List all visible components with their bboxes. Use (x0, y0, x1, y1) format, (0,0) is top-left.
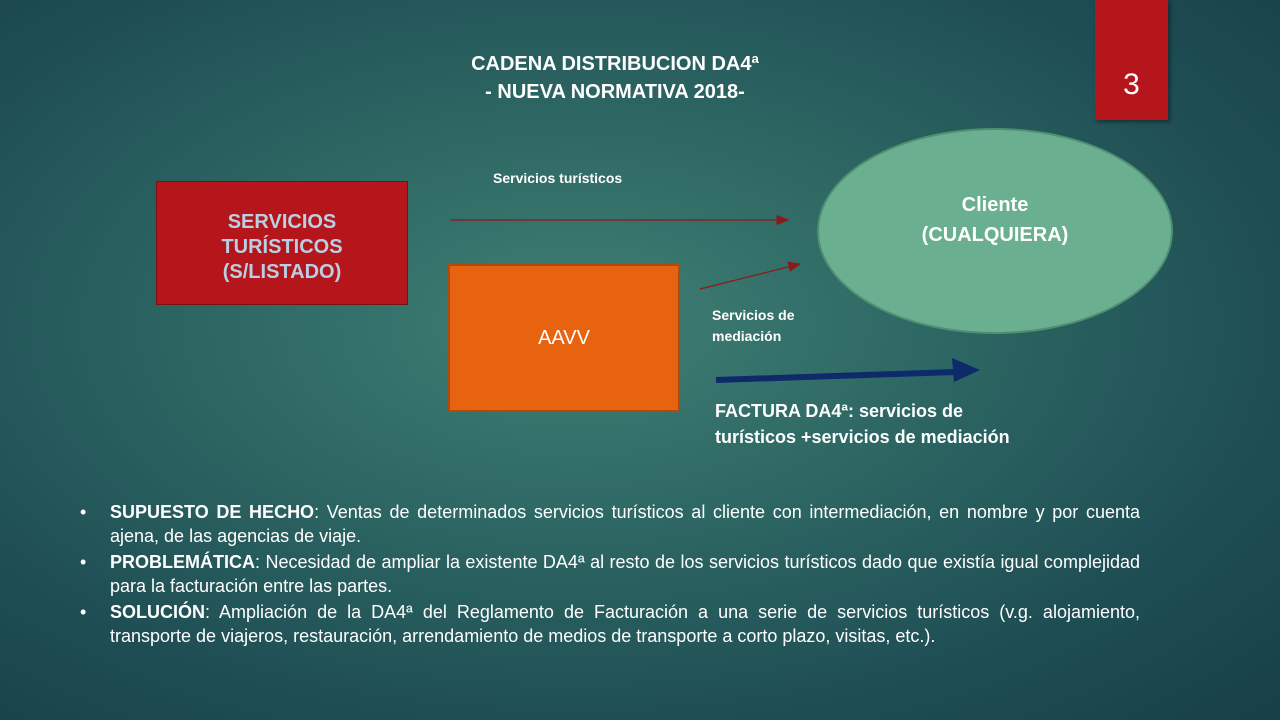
servicios-turisticos-arrow-label: Servicios turísticos (493, 170, 623, 186)
slide-title: CADENA DISTRIBUCION DA4ª - NUEVA NORMATI… (440, 50, 790, 106)
servicios-turisticos-label: SERVICIOS TURÍSTICOS (S/LISTADO) (221, 210, 343, 283)
bullet-problematica: • PROBLEMÁTICA: Necesidad de ampliar la e… (80, 550, 1140, 598)
bullet-supuesto: • SUPUESTO DE HECHO: Ventas de determinad… (80, 500, 1140, 548)
page-number-tab (1095, 0, 1168, 120)
bullet-solucion: • SOLUCIÓN: Ampliación de la DA4ª del Reg… (80, 600, 1140, 648)
bullet-marker: • (80, 502, 87, 522)
bullet-term: SOLUCIÓN (110, 602, 206, 622)
bullet-text: : Ampliación de la DA4ª del Reglamento d… (110, 602, 1140, 646)
bullet-term: PROBLEMÁTICA (110, 552, 255, 572)
factura-arrow (715, 369, 956, 383)
slide-title-line2: - NUEVA NORMATIVA 2018- (485, 81, 745, 103)
servicios-mediacion-arrow-label: Servicios de mediación (712, 307, 795, 344)
cliente-ellipse: Cliente (CUALQUIERA) (817, 128, 1173, 334)
cliente-label: Cliente (CUALQUIERA) (921, 194, 1069, 246)
bullet-list: • SUPUESTO DE HECHO: Ventas de determinad… (80, 500, 1140, 650)
bullet-text: : Ventas de determinados servicios turís… (110, 502, 1140, 546)
bullet-marker: • (80, 552, 87, 572)
factura-arrow-head (952, 358, 980, 382)
aavv-label: AAVV (538, 326, 590, 349)
bullet-marker: • (80, 602, 87, 622)
factura-label: FACTURA DA4ª: servicios de turísticos +s… (715, 401, 1010, 447)
servicios-turisticos-box: SERVICIOS TURÍSTICOS (S/LISTADO) (156, 181, 408, 305)
page-number: 3 (1123, 68, 1140, 101)
servicios-mediacion-arrow (699, 261, 802, 290)
bullet-text: : Necesidad de ampliar la existente DA4ª… (110, 552, 1140, 596)
slide-title-line1: CADENA DISTRIBUCION DA4ª (471, 53, 759, 75)
aavv-box: AAVV (448, 264, 680, 412)
bullet-term: SUPUESTO DE HECHO (110, 502, 315, 522)
